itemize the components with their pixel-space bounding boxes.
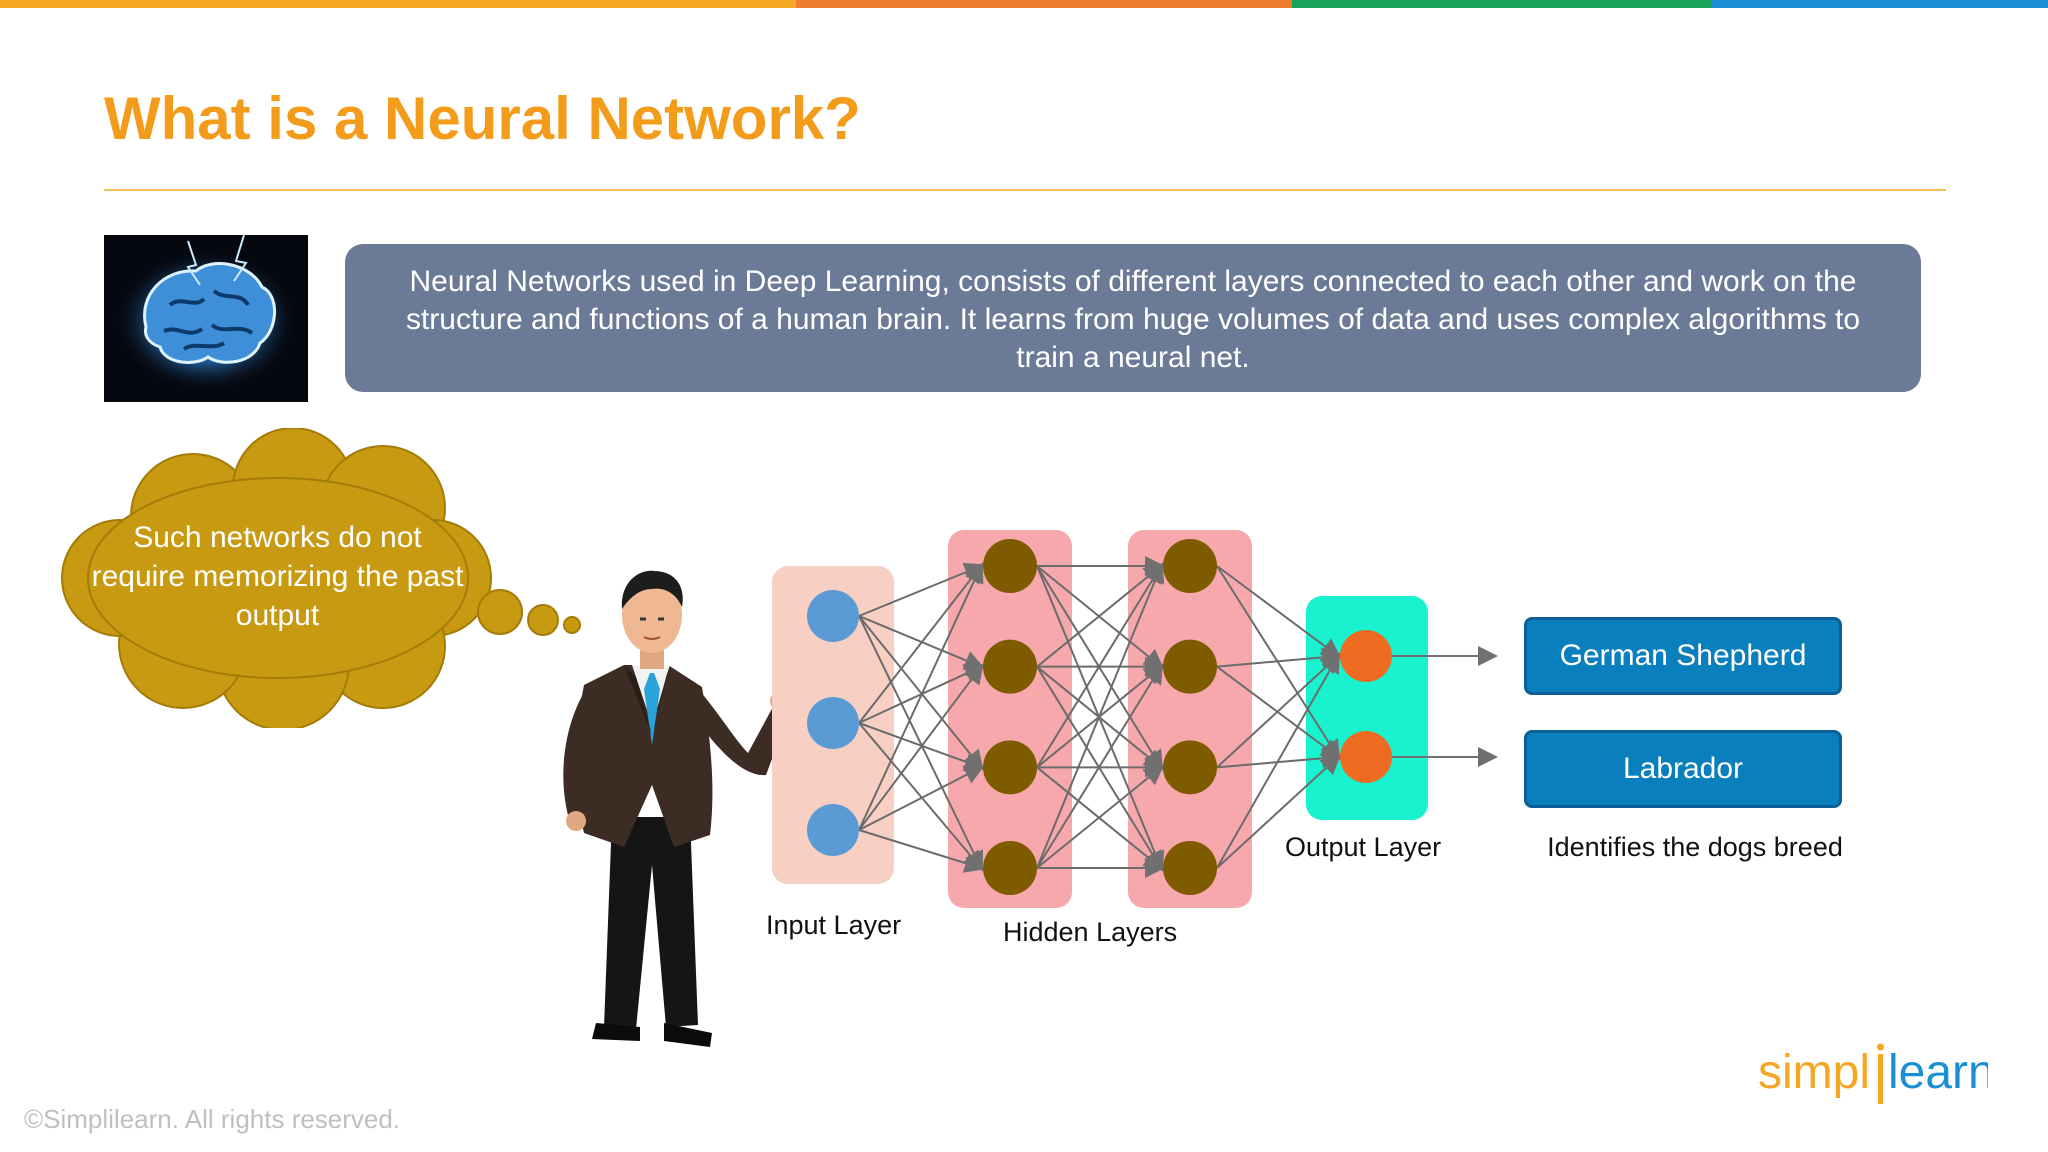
connection-edge <box>858 615 984 771</box>
hidden-node <box>1163 740 1217 795</box>
connection-edge <box>1216 565 1342 659</box>
connection-edge <box>858 664 985 724</box>
input-node <box>807 590 859 642</box>
hidden-layers-label: Hidden Layers <box>1003 917 1178 947</box>
output-german-shepherd[interactable]: German Shepherd <box>1524 617 1842 695</box>
svg-text:simpl: simpl <box>1758 1046 1870 1099</box>
hidden-node <box>983 740 1037 795</box>
presenter-figure <box>563 570 780 1047</box>
connection-edge <box>858 562 984 724</box>
hidden-node <box>983 639 1037 694</box>
copyright-notice: ©Simplilearn. All rights reserved. <box>24 1104 401 1134</box>
connection-edge <box>858 663 984 831</box>
connection-edge <box>858 615 985 670</box>
connection-edge <box>1216 754 1341 869</box>
connection-edge <box>1216 652 1340 869</box>
top-bar-orange <box>0 0 796 8</box>
connection-edge <box>858 722 984 872</box>
svg-text:learn: learn <box>1888 1046 1988 1099</box>
connection-edge <box>858 615 984 872</box>
top-bar-green <box>1292 0 1712 8</box>
thought-cloud <box>61 428 581 728</box>
connection-edge <box>1216 653 1341 769</box>
thought-text: Such networks do not require memorizing … <box>91 521 464 632</box>
top-bar-blue <box>1712 0 2048 8</box>
brain-image <box>104 235 308 402</box>
input-node <box>807 804 859 856</box>
simplilearn-logo: simpl learn <box>1758 1043 1988 1104</box>
hidden-node <box>1163 841 1217 895</box>
connection-edge <box>858 722 985 772</box>
connection-edge <box>858 765 985 831</box>
connection-edge <box>1216 647 1342 668</box>
top-color-bar <box>0 0 2048 8</box>
hidden-node <box>1163 539 1217 593</box>
input-layer-label: Input Layer <box>766 910 902 940</box>
connection-edge <box>1036 563 1165 668</box>
title-divider <box>104 189 1946 191</box>
connection-edge <box>858 829 985 873</box>
slide-title: What is a Neural Network? <box>104 85 861 152</box>
input-node <box>807 697 859 749</box>
connection-edge <box>1036 764 1165 869</box>
output-caption: Identifies the dogs breed <box>1547 832 1843 862</box>
output-node <box>1340 630 1392 682</box>
connection-edge <box>1036 562 1164 768</box>
description-box: Neural Networks used in Deep Learning, c… <box>345 244 1921 392</box>
hidden-layer-2-panel <box>1128 530 1252 908</box>
top-bar-deep-orange <box>796 0 1292 8</box>
output-labrador[interactable]: Labrador <box>1524 730 1842 808</box>
output-node <box>1340 731 1392 783</box>
hidden-layer-1-panel <box>948 530 1072 908</box>
hidden-node <box>983 841 1037 895</box>
hidden-node <box>983 539 1037 593</box>
output-layer-panel <box>1306 596 1428 820</box>
connection-edge <box>1036 663 1164 869</box>
connection-edge <box>858 562 984 831</box>
hidden-node <box>1163 639 1217 694</box>
connection-edge <box>858 562 985 617</box>
connection-edge <box>1036 562 1165 869</box>
output-layer-label: Output Layer <box>1285 832 1442 862</box>
